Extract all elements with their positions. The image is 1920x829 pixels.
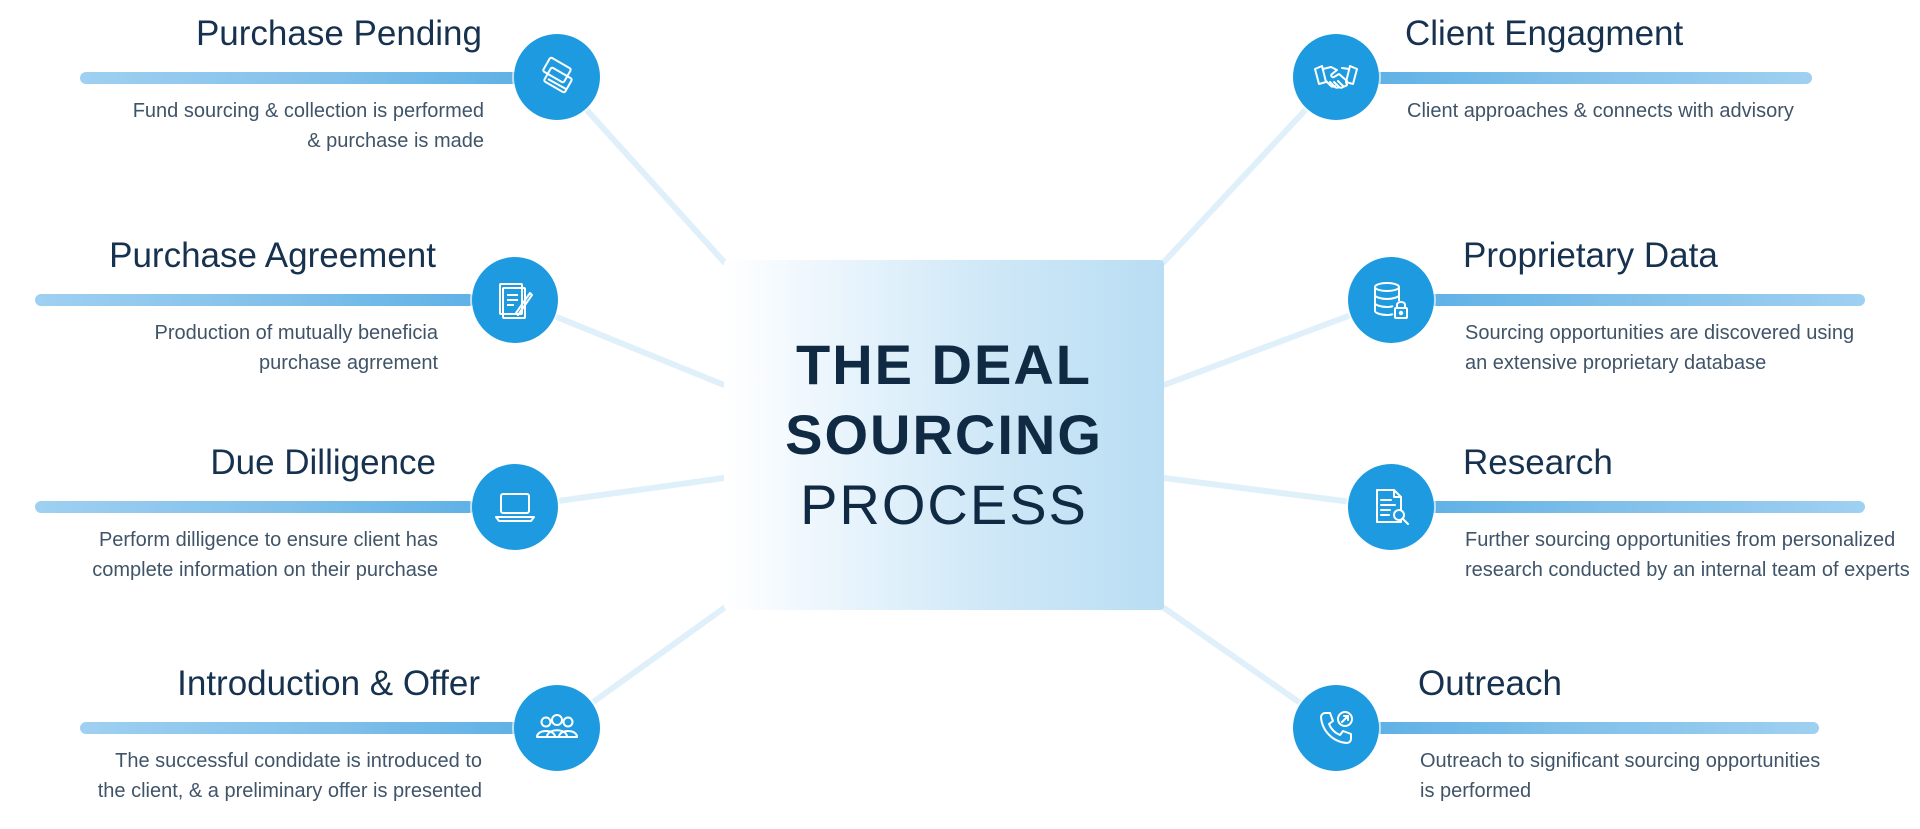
step-description-line: Further sourcing opportunities from pers… — [1465, 529, 1896, 551]
step-title: Client Engagment — [1405, 14, 1684, 53]
contract-signing-icon — [499, 283, 533, 319]
step-description-line: is performed — [1420, 780, 1532, 802]
step-description-line: research conducted by an internal team o… — [1465, 559, 1910, 581]
center-title-line-1: THE DEAL — [796, 333, 1092, 396]
step-description: The successful condidate is introduced t… — [98, 746, 482, 806]
step-description-line: the client, & a preliminary offer is pre… — [97, 780, 482, 802]
step-icon-circle — [514, 685, 600, 771]
step-description: Further sourcing opportunities from pers… — [1465, 525, 1910, 585]
step-description: Production of mutually beneficia purchas… — [155, 318, 439, 378]
step-description-line: The successful condidate is introduced t… — [115, 750, 482, 772]
step-description-line: Production of mutually beneficia — [154, 322, 439, 344]
step-description: Outreach to significant sourcing opportu… — [1420, 746, 1820, 806]
group-people-icon — [536, 714, 578, 738]
step-icon-circle — [1293, 34, 1379, 120]
database-lock-icon — [1374, 282, 1408, 319]
step-description-line: purchase agrrement — [259, 352, 438, 374]
step-title: Purchase Pending — [195, 14, 482, 53]
step-description-line: Fund sourcing & collection is performed — [132, 100, 484, 122]
step-bar — [80, 72, 520, 84]
step-purchase-agreement: Purchase Agreement Production of mutuall… — [0, 0, 558, 374]
phone-outreach-icon — [1320, 711, 1353, 744]
step-icon-circle — [1348, 257, 1434, 343]
step-purchase-pending: Purchase Pending Fund sourcing & collect… — [0, 0, 600, 152]
step-bar — [35, 501, 475, 513]
step-description-line: an extensive proprietary database — [1465, 352, 1767, 374]
step-due-dilligence: Due Dilligence Perform dilligence to ens… — [0, 0, 558, 581]
step-description: Client approaches & connects with adviso… — [1407, 96, 1794, 126]
step-icon-circle — [472, 464, 558, 550]
step-icon-circle — [1293, 685, 1379, 771]
step-client-engagment: Client Engagment Client approaches & con… — [0, 0, 1812, 122]
step-title: Research — [1463, 443, 1613, 482]
step-icon-circle — [514, 34, 600, 120]
center-title-line-2: SOURCING — [785, 403, 1103, 466]
step-description-line: Perform dilligence to ensure client has — [98, 529, 438, 551]
center-title-box: THE DEAL SOURCING PROCESS — [724, 260, 1164, 610]
document-search-icon — [1376, 489, 1409, 525]
center-title-line-3: PROCESS — [800, 473, 1088, 536]
step-introduction-offer: Introduction & Offer The successful cond… — [0, 0, 600, 802]
step-description: Fund sourcing & collection is performed … — [133, 96, 484, 156]
handshake-icon — [1314, 65, 1358, 89]
step-title: Purchase Agreement — [109, 236, 436, 275]
step-description-line: Sourcing opportunities are discovered us… — [1465, 322, 1855, 344]
laptop-icon — [495, 493, 535, 522]
credit-cards-icon — [542, 56, 573, 94]
step-title: Introduction & Offer — [177, 664, 480, 703]
step-bar — [1425, 501, 1865, 513]
step-icon-circle — [472, 257, 558, 343]
step-outreach: Outreach Outreach to significant sourcin… — [0, 0, 1820, 802]
step-description-line: complete information on their purchase — [92, 559, 438, 581]
step-bar — [80, 722, 520, 734]
step-bar — [35, 294, 475, 306]
step-title: Outreach — [1418, 664, 1562, 703]
step-bar — [1425, 294, 1865, 306]
step-bar — [1375, 722, 1819, 734]
step-description-line: & purchase is made — [307, 130, 484, 152]
step-bar — [1370, 72, 1812, 84]
step-title: Due Dilligence — [210, 443, 436, 482]
step-description: Perform dilligence to ensure client has … — [92, 525, 438, 585]
step-description: Sourcing opportunities are discovered us… — [1465, 318, 1854, 378]
step-research: Research Further sourcing opportunities … — [0, 0, 1910, 581]
step-description-line: Client approaches & connects with adviso… — [1407, 100, 1794, 122]
step-title: Proprietary Data — [1463, 236, 1718, 275]
step-description-line: Outreach to significant sourcing opportu… — [1420, 750, 1821, 772]
step-icon-circle — [1348, 464, 1434, 550]
step-proprietary-data: Proprietary Data Sourcing opportunities … — [0, 0, 1865, 374]
